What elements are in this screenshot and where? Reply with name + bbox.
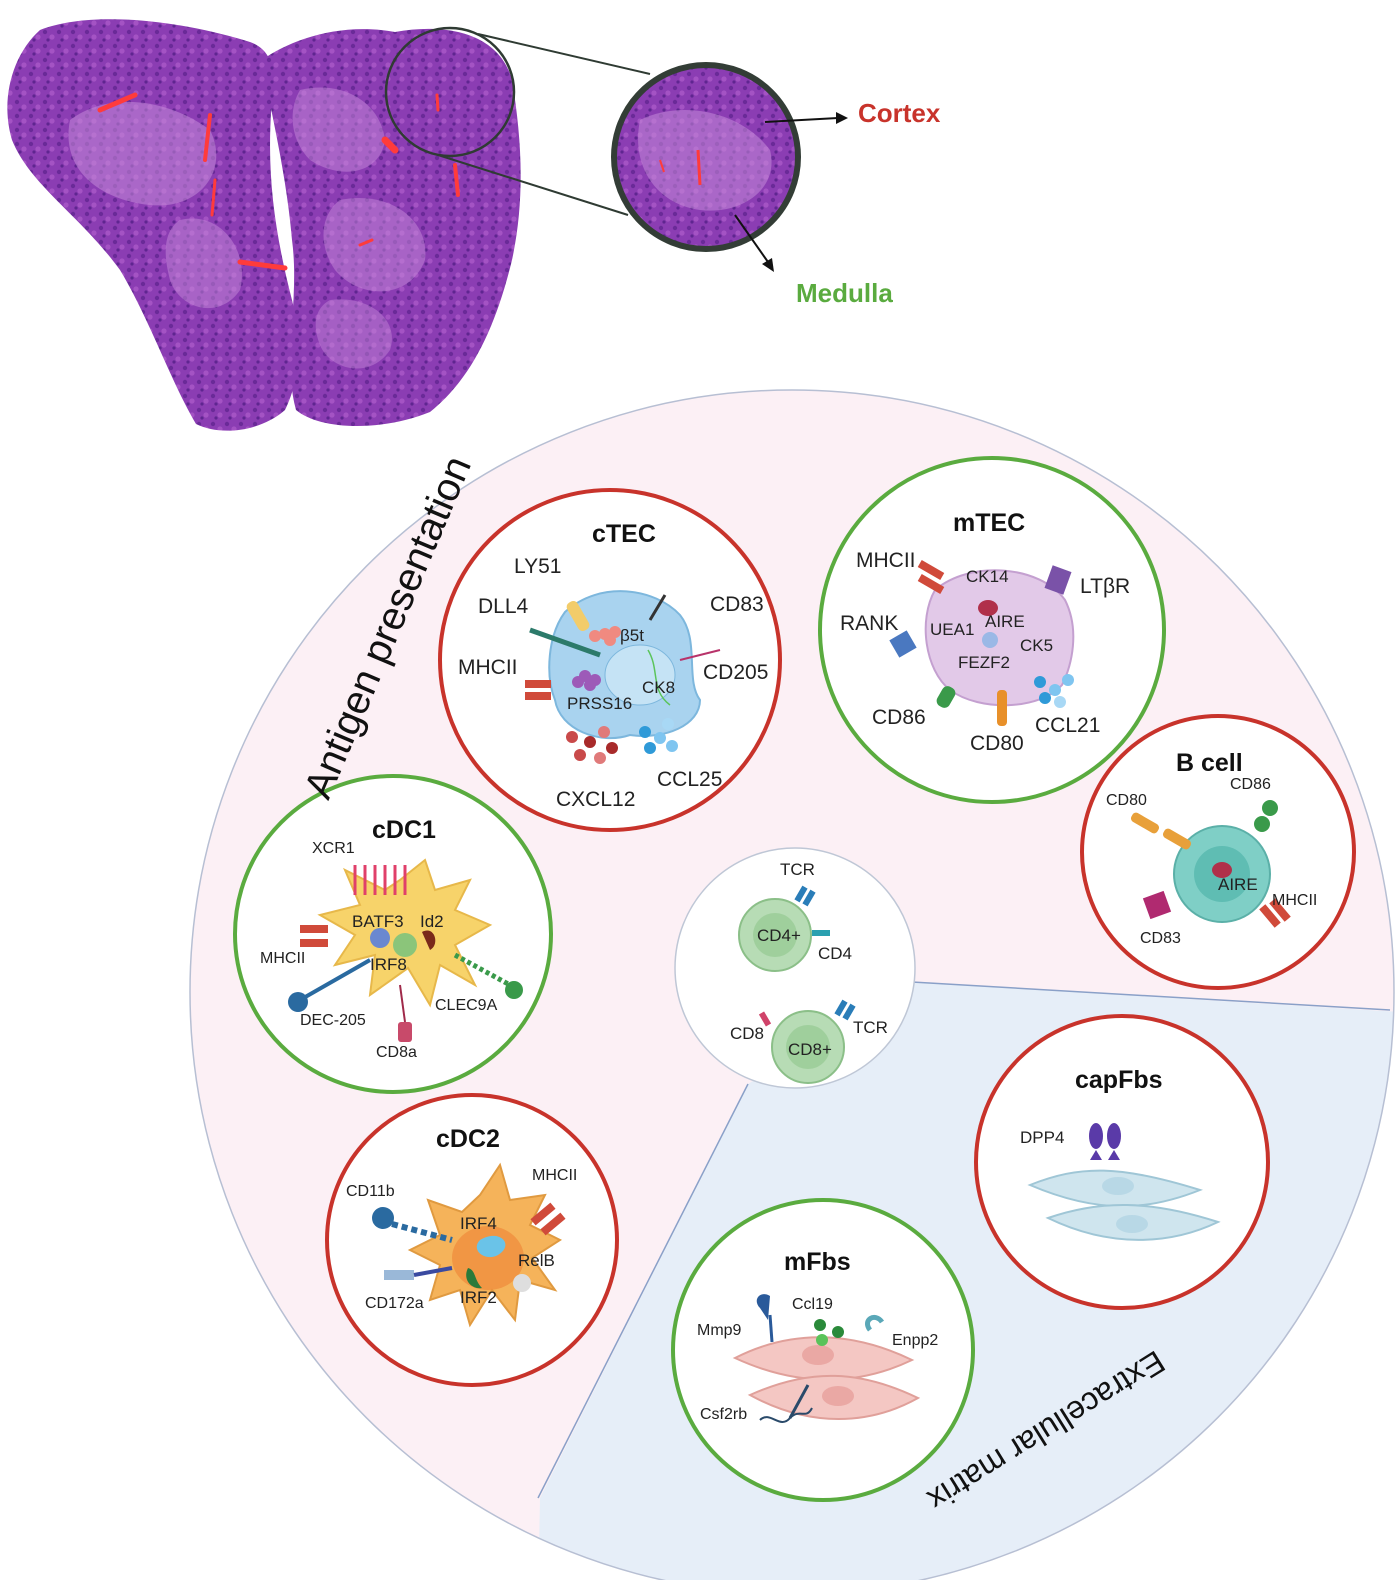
cd80-label: CD80 <box>970 732 1024 755</box>
zoom-circle <box>611 62 801 252</box>
irf2-label: IRF2 <box>460 1288 497 1307</box>
id2-label: Id2 <box>420 912 444 931</box>
rank-label: RANK <box>840 612 899 635</box>
cortex-arrow-head <box>836 112 848 124</box>
cxcl12-label: CXCL12 <box>556 788 636 811</box>
thymus-left-lobe <box>7 19 299 431</box>
ctec-panel <box>438 488 782 832</box>
ctec-title: cTEC <box>592 520 656 548</box>
tcr-label: TCR <box>853 1018 888 1037</box>
aire-label: AIRE <box>1218 875 1258 894</box>
cd11b-label: CD11b <box>346 1183 395 1200</box>
medulla-label: Medulla <box>796 278 893 308</box>
cd83-label: CD83 <box>710 593 764 616</box>
bcell-title: B cell <box>1176 749 1243 777</box>
ck8-label: CK8 <box>642 678 676 697</box>
tcr-label: TCR <box>780 860 815 879</box>
magnify-selection-circle <box>384 26 516 158</box>
relb-label: RelB <box>518 1251 555 1270</box>
cdc1-title: cDC1 <box>372 816 436 844</box>
mhcii-label: MHCII <box>458 656 518 679</box>
enpp2-label: Enpp2 <box>892 1332 939 1349</box>
mtec-cell-icon <box>924 569 1075 707</box>
mhcii-label: MHCII <box>532 1167 578 1184</box>
cortex-label: Cortex <box>858 98 941 128</box>
tcr-receptor-icon <box>794 885 816 907</box>
dll4-label: DLL4 <box>478 595 529 618</box>
cd205-label: CD205 <box>703 661 769 684</box>
bcell-panel <box>1080 714 1356 990</box>
fezf2-label: FEZF2 <box>958 653 1010 672</box>
dec205-label: DEC-205 <box>300 1012 366 1029</box>
batf3-label: BATF3 <box>352 912 404 931</box>
mfbs-panel <box>671 1198 975 1502</box>
thymus-histology <box>7 19 848 431</box>
tcr-receptor-icon <box>834 999 856 1021</box>
irf4-label: IRF4 <box>460 1214 497 1233</box>
ccl19-label: Ccl19 <box>792 1296 833 1313</box>
cd4-cell-label: CD4+ <box>757 926 801 945</box>
cd86-label: CD86 <box>872 706 926 729</box>
uea1-label: UEA1 <box>930 620 975 639</box>
dpp4-receptor-icon <box>1089 1123 1121 1160</box>
b5t-label: β5t <box>620 626 644 645</box>
ly51-label: LY51 <box>514 555 562 578</box>
cdc1-panel <box>233 774 553 1094</box>
mtec-title: mTEC <box>953 509 1026 537</box>
mhcii-label: MHCII <box>260 950 306 967</box>
medulla-arrow-head <box>762 258 774 272</box>
cdc1-cell-icon <box>317 858 493 1008</box>
mtec-panel <box>818 456 1166 804</box>
ck5-label: CK5 <box>1020 636 1054 655</box>
csf2rb-label: Csf2rb <box>700 1406 748 1423</box>
irf8-label: IRF8 <box>370 955 407 974</box>
cd8-cell-label: CD8+ <box>788 1040 832 1059</box>
mmp9-label: Mmp9 <box>697 1322 742 1339</box>
clec9a-label: CLEC9A <box>435 997 498 1014</box>
aire-label: AIRE <box>985 612 1025 631</box>
cd8-receptor-icon <box>758 1011 772 1027</box>
rank-receptor-icon <box>889 630 917 658</box>
ltbr-label: LTβR <box>1080 575 1131 598</box>
mhcii-label: MHCII <box>1272 892 1318 909</box>
ck14-label: CK14 <box>966 567 1009 586</box>
prss16-label: PRSS16 <box>567 694 633 713</box>
capfbs-title: capFbs <box>1075 1066 1163 1094</box>
tcell-group <box>674 847 916 1089</box>
cd8-label: CD8 <box>730 1024 765 1043</box>
ccl21-label: CCL21 <box>1035 714 1101 737</box>
capfbs-panel <box>974 1014 1270 1310</box>
cd8a-label: CD8a <box>376 1044 417 1061</box>
ccl25-label: CCL25 <box>657 768 723 791</box>
cd80-label: CD80 <box>1106 792 1147 809</box>
cdc2-panel <box>325 1093 619 1387</box>
cd83-label: CD83 <box>1140 930 1181 947</box>
dpp4-label: DPP4 <box>1020 1128 1065 1147</box>
xcr1-label: XCR1 <box>312 840 355 857</box>
mfbs-title: mFbs <box>784 1248 851 1276</box>
cd86-label: CD86 <box>1230 776 1271 793</box>
cd4-label: CD4 <box>818 944 853 963</box>
mhcii-label: MHCII <box>856 549 916 572</box>
cdc2-title: cDC2 <box>436 1125 500 1153</box>
cd172a-label: CD172a <box>365 1295 424 1312</box>
cd4-receptor-icon <box>812 930 830 936</box>
